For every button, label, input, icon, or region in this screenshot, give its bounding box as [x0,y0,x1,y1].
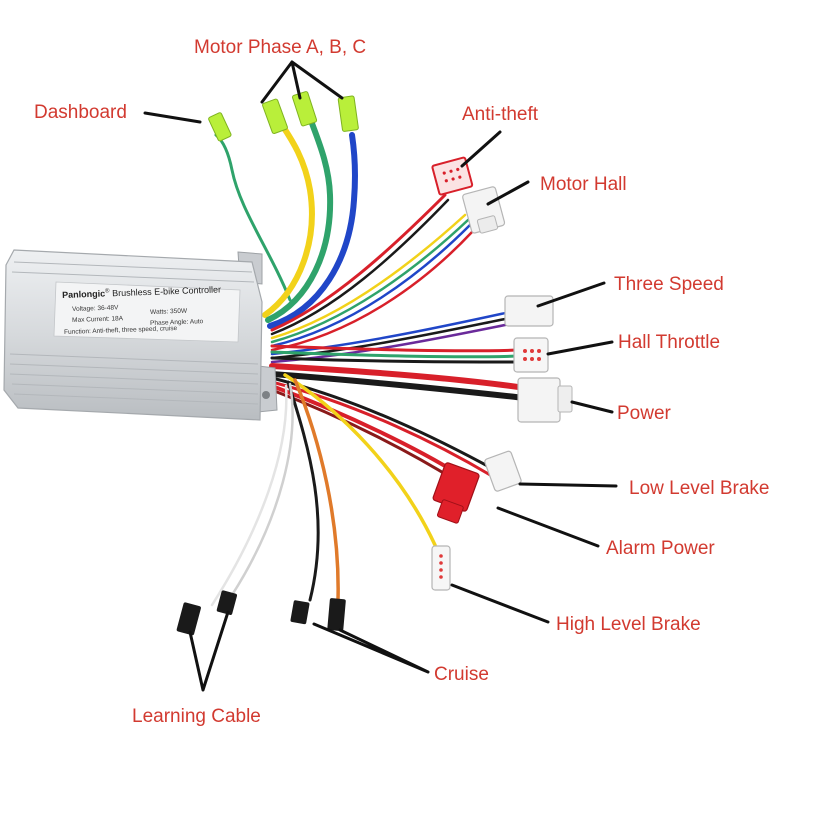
wire-power-black [269,371,528,401]
spec-watts: Watts: 350W [150,307,188,316]
label-motor-phase: Motor Phase A, B, C [194,37,367,58]
leader-anti-theft [460,130,502,168]
label-learning-cable: Learning Cable [132,706,261,727]
wire-throttle-2 [270,350,522,359]
label-dashboard: Dashboard [34,102,127,123]
label-anti-theft: Anti-theft [462,104,539,125]
wire-power-red [269,363,528,391]
wire-phase-yellow [262,122,315,318]
connector-low-brake [484,450,522,492]
connector-hall-throttle [513,337,549,373]
connector-phase-a [262,98,288,135]
leader-high-level-brake [450,583,550,624]
wire-high-brake [283,373,437,547]
connector-cruise-2 [327,598,346,632]
controller-housing [3,249,278,421]
wire-cruise-orange [293,378,340,602]
connector-cruise-1 [290,600,310,625]
registered-mark: ® [104,288,110,295]
wire-throttle-1 [270,344,522,353]
leader-learning-cable [188,610,230,692]
label-alarm-power: Alarm Power [606,538,715,559]
connector-high-brake [431,545,451,591]
housing-fins [9,261,259,405]
wire-low-brake-2 [270,380,494,478]
wire-phase-blue [267,132,359,329]
leader-three-speed [536,281,606,308]
wire-motor-hall-2 [270,218,470,344]
leader-alarm-power [496,506,600,548]
connector-three-speed [504,295,554,327]
wire-learning-2 [210,384,288,607]
wire-three-speed-1 [270,310,512,356]
label-hall-throttle: Hall Throttle [618,332,721,353]
leader-low-level-brake [518,482,618,488]
connector-phase-c [337,95,359,132]
wire-throttle-3 [270,356,522,364]
leader-motor-hall [486,180,530,206]
wire-anti-theft [270,193,447,332]
leader-hall-throttle [546,340,614,356]
label-three-speed: Three Speed [614,274,724,295]
connector-learning-2 [216,590,238,615]
mounting-hole [262,391,270,399]
wire-learning-1 [230,382,294,597]
leader-cruise [312,622,430,674]
connector-alarm-power [432,462,480,524]
wire-phase-green [265,115,334,323]
label-power: Power [617,403,671,424]
leader-lines [143,60,618,692]
connector-phase-b [292,91,318,127]
leader-power [570,400,614,414]
leader-dashboard [143,111,202,124]
connector-power [517,377,573,423]
connector-dashboard [208,112,232,142]
spec-label-plate [53,281,241,343]
wire-dashboard [214,133,292,302]
connector-learning-1 [176,602,201,636]
leader-motor-phase [260,60,344,104]
label-cruise: Cruise [434,664,489,685]
wire-motor-hall-4 [270,230,474,352]
label-low-level-brake: Low Level Brake [629,478,770,499]
brand-name: Panlongic [62,288,106,300]
label-high-level-brake: High Level Brake [556,614,701,635]
wire-motor-hall-1 [270,213,467,340]
label-motor-hall: Motor Hall [540,174,627,195]
wire-cruise-black [286,380,320,602]
connector-motor-hall [462,186,506,234]
wire-anti-theft-2 [270,198,450,336]
wire-motor-hall-3 [270,223,472,348]
wire-bundle [210,115,528,607]
wire-alarm-2 [270,388,457,482]
